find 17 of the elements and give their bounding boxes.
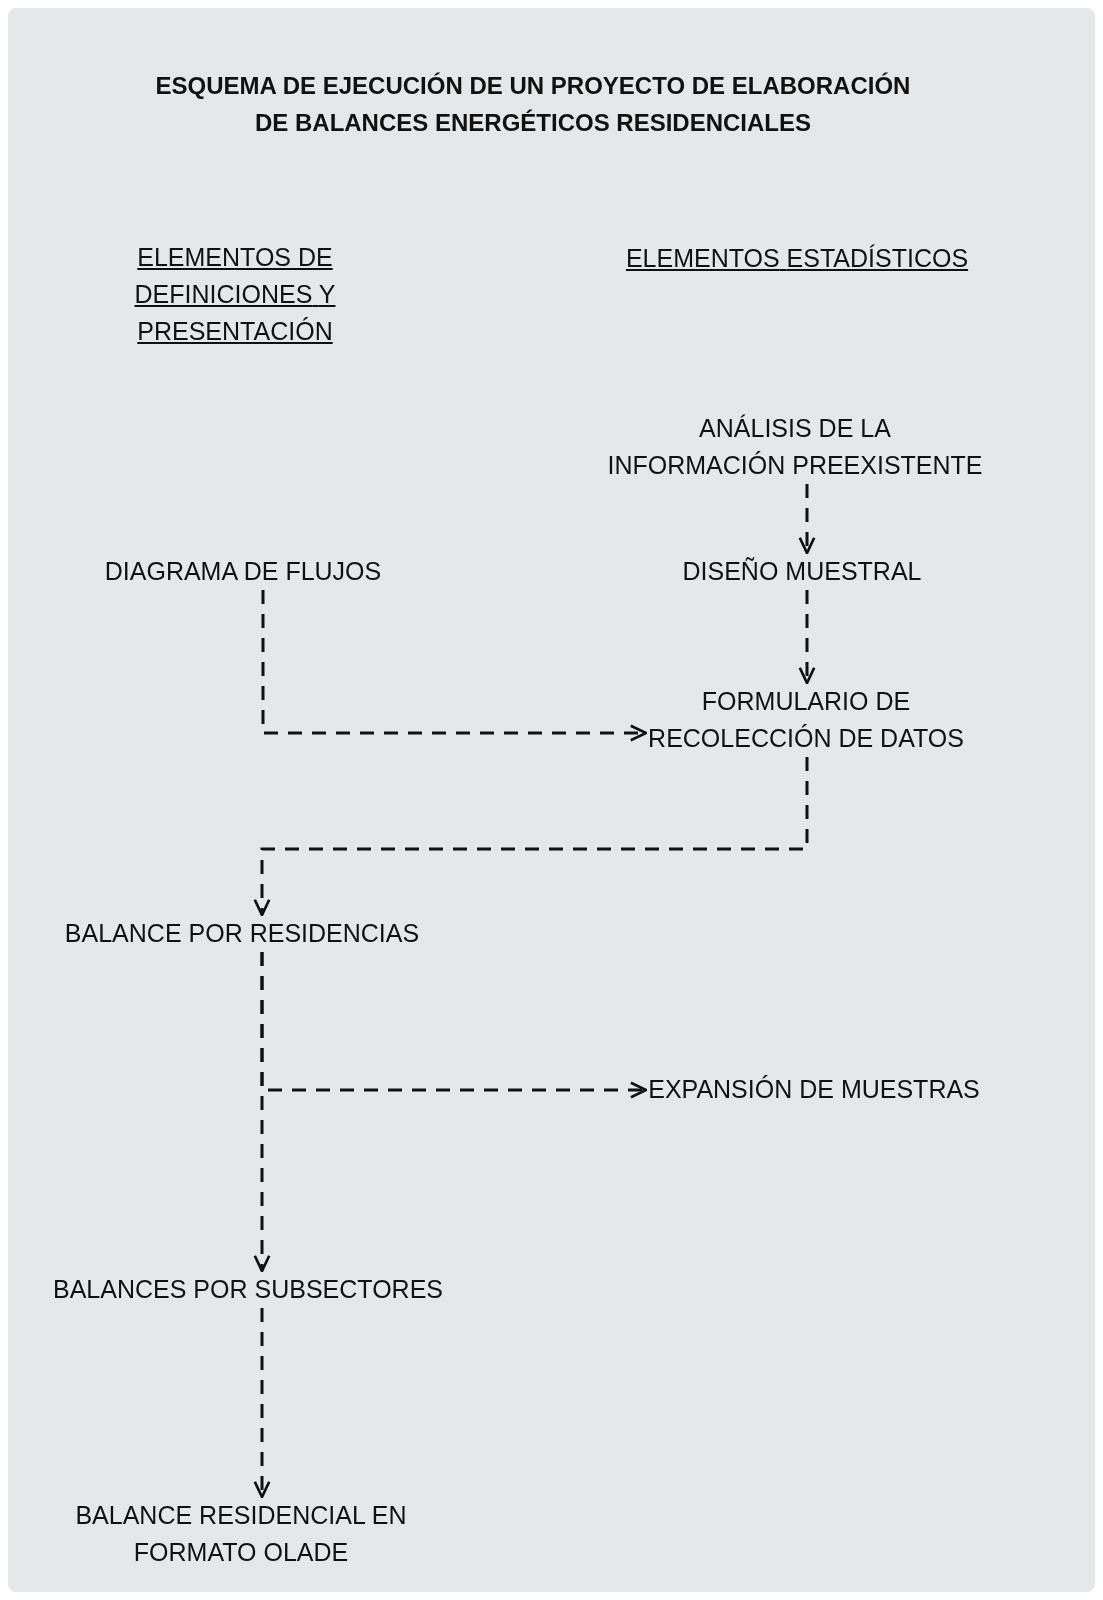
step-label: DIAGRAMA DE FLUJOS [104,553,382,590]
step-label: BALANCE RESIDENCIAL EN FORMATO OLADE [75,1497,407,1571]
dashed-arrow [253,952,271,1273]
step-label: BALANCES POR SUBSECTORES [53,1271,443,1308]
diagram-title: ESQUEMA DE EJECUCIÓN DE UN PROYECTO DE ELABORACIÓN DE BALANCES ENERGÉTICOS RESIDENCIALES [155,71,911,138]
dashed-arrow [253,1308,271,1499]
step-label: ANÁLISIS DE LA INFORMACIÓN PREEXISTENTE [607,410,983,484]
dashed-arrow [798,590,816,685]
column-heading: ELEMENTOS DE DEFINICIONES Y PRESENTACIÓN [134,242,336,347]
dashed-arrow [798,484,816,555]
step-label: DISEÑO MUESTRAL [682,553,922,590]
dashed-arrow [253,757,809,917]
dashed-arrow [261,590,648,742]
step-label: FORMULARIO DE RECOLECCIÓN DE DATOS [648,683,964,757]
step-label: EXPANSIÓN DE MUESTRAS [648,1071,980,1108]
step-label: BALANCE POR RESIDENCIAS [64,915,420,952]
column-heading: ELEMENTOS ESTADÍSTICOS [625,243,969,274]
